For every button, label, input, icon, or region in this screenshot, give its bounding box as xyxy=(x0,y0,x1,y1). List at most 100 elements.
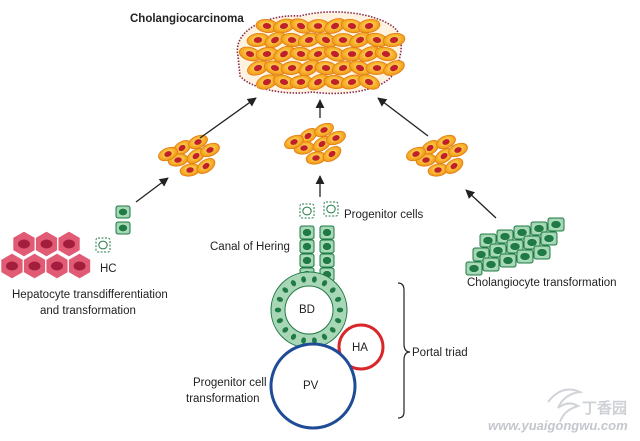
duct-nucleus xyxy=(311,337,317,344)
hepatocyte-label-line2: and transformation xyxy=(40,305,136,317)
tumor-cell-nucleus xyxy=(296,79,306,85)
tumor-cell xyxy=(196,158,216,174)
tumor-cell-nucleus xyxy=(304,132,312,140)
tumor-cell-nucleus xyxy=(426,144,434,152)
tumor-cell xyxy=(427,163,449,177)
tumor-cell-nucleus xyxy=(290,139,298,145)
tumor-cell xyxy=(349,60,371,76)
duct-nucleus xyxy=(329,327,336,333)
duct-cell xyxy=(496,229,514,244)
hepatocyte-nucleus xyxy=(40,239,53,249)
hepatocyte xyxy=(45,252,69,280)
diagram-title: Cholangiocarcinoma xyxy=(130,13,244,25)
duct-cell-nucleus xyxy=(118,224,128,232)
canal-of-hering-label: Canal of Hering xyxy=(210,241,290,253)
tumor-cell xyxy=(188,134,208,150)
duct-nucleus xyxy=(329,287,336,293)
duct-nucleus xyxy=(336,307,344,313)
hepatocyte-label-line1: Hepatocyte transdifferentiation xyxy=(12,289,168,301)
tumor-cell xyxy=(307,73,329,91)
duct-cell-nucleus xyxy=(500,232,510,241)
tumor-cell-nucleus xyxy=(321,65,331,71)
tumor-cell-nucleus xyxy=(312,155,320,161)
tumor-cell xyxy=(382,32,406,48)
tumor-cell-nucleus xyxy=(434,167,442,173)
duct-cell xyxy=(516,249,534,264)
tumor-cell xyxy=(383,60,405,76)
tumor-cell-nucleus xyxy=(280,50,288,58)
duct-nucleus xyxy=(334,296,342,302)
duct-nucleus xyxy=(321,280,328,287)
duct-cell-nucleus xyxy=(527,238,537,247)
tumor-cell xyxy=(365,32,389,48)
tumor-cell xyxy=(263,60,287,76)
tumor-cell xyxy=(448,142,468,158)
tumor-cell xyxy=(374,46,398,62)
hc-cells xyxy=(95,205,131,253)
duct-cell xyxy=(115,221,131,235)
tumor-cell-nucleus xyxy=(454,147,462,153)
portal-vein-ring xyxy=(269,342,357,430)
tumor-cell xyxy=(331,60,355,76)
tumor-cell xyxy=(324,46,346,62)
bd-label: BD xyxy=(299,304,315,316)
duct-nucleus xyxy=(301,337,307,344)
tumor-cluster-right xyxy=(406,134,468,177)
tumor-cell-nucleus xyxy=(192,152,200,160)
tumor-cell xyxy=(255,19,279,33)
tumor-cell-nucleus xyxy=(262,23,272,29)
tumor-cell-nucleus xyxy=(372,65,382,71)
duct-cell xyxy=(479,233,497,248)
tumor-cell xyxy=(314,61,338,75)
tumor-cell-nucleus xyxy=(389,37,399,43)
duct-cell-nucleus xyxy=(322,256,332,265)
tumor-cell xyxy=(289,75,313,89)
duct-nucleus xyxy=(321,333,328,340)
duct-cell xyxy=(482,257,500,272)
duct-cell-nucleus xyxy=(517,228,527,237)
bile-duct-lumen xyxy=(284,285,334,335)
arrow-hc-to-left-cluster xyxy=(135,177,169,203)
hepatocyte xyxy=(0,252,24,280)
tumor-cell-nucleus xyxy=(186,167,194,173)
tumor-cell xyxy=(406,146,426,162)
duct-cell xyxy=(95,237,111,253)
watermark-cn: 丁香园 xyxy=(582,399,627,417)
duct-cell-nucleus xyxy=(483,236,493,245)
tumor-cell-nucleus xyxy=(332,135,340,141)
tumor-cell-nucleus xyxy=(174,157,182,163)
tumor-cell xyxy=(340,18,364,34)
duct-cell xyxy=(465,261,483,276)
duct-nucleus xyxy=(290,333,297,340)
duct-nucleus xyxy=(334,318,342,324)
cholangiocarcinoma-mass xyxy=(236,11,406,95)
tumor-cell xyxy=(246,33,270,47)
tumor-cell xyxy=(444,158,464,174)
tumor-cell-nucleus xyxy=(304,36,314,44)
tumor-cell-nucleus xyxy=(328,150,336,158)
tumor-cell-nucleus xyxy=(270,64,280,72)
tumor-cell-nucleus xyxy=(245,50,255,58)
hepatocyte-nucleus xyxy=(63,239,76,249)
tumor-cell-nucleus xyxy=(355,64,365,72)
hepatocyte-cluster xyxy=(0,230,92,280)
duct-cell-nucleus xyxy=(326,204,336,214)
hepatocyte xyxy=(57,230,81,258)
tumor-cell-nucleus xyxy=(300,145,308,151)
tumor-cell-nucleus xyxy=(356,36,364,44)
hepatocyte xyxy=(67,252,92,280)
watermark-logo-icon xyxy=(547,388,584,423)
tumor-cell-nucleus xyxy=(313,50,323,58)
duct-cell xyxy=(499,253,517,268)
tumor-cell-nucleus xyxy=(178,144,186,152)
duct-cell-nucleus xyxy=(537,248,547,257)
duct-cell-nucleus xyxy=(544,234,554,243)
progenitor-transformation-line1: Progenitor cell xyxy=(193,377,267,389)
tumor-cell xyxy=(365,61,389,75)
duct-cell-nucleus xyxy=(486,260,496,269)
hc-label: HC xyxy=(100,263,117,275)
duct-cell-nucleus xyxy=(322,228,332,237)
tumor-cell xyxy=(314,122,334,138)
